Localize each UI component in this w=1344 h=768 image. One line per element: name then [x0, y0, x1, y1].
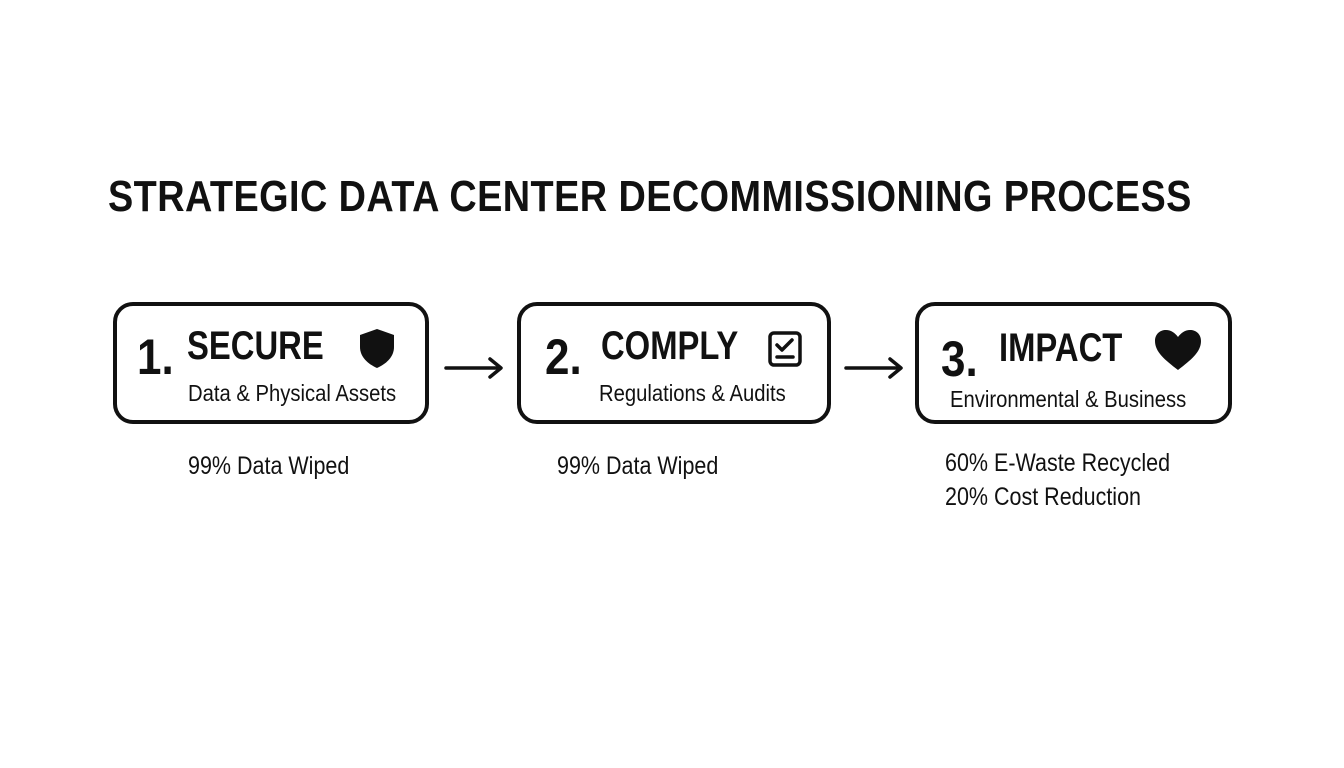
metric-cost-reduction: 20% Cost Reduction: [945, 483, 1141, 511]
step-comply: 2. COMPLY Regulations & Audits: [517, 302, 831, 424]
arrow-right-icon: [844, 356, 906, 380]
step-impact: 3. IMPACT Environmental & Business: [915, 302, 1232, 424]
arrow-right-icon: [444, 356, 506, 380]
step-name: COMPLY: [601, 324, 739, 368]
diagram-title: STRATEGIC DATA CENTER DECOMMISSIONING PR…: [108, 172, 1192, 221]
metric-secure-data-wiped: 99% Data Wiped: [188, 452, 350, 480]
step-number: 3.: [941, 331, 978, 387]
metric-comply-data-wiped: 99% Data Wiped: [557, 452, 719, 480]
step-subtitle: Data & Physical Assets: [188, 380, 397, 406]
shield-icon: [355, 326, 399, 370]
step-secure: 1. SECURE Data & Physical Assets: [113, 302, 429, 424]
heart-icon: [1153, 328, 1203, 372]
step-name: IMPACT: [999, 326, 1123, 370]
checklist-icon: [767, 330, 803, 368]
step-subtitle: Regulations & Audits: [599, 380, 786, 406]
step-subtitle: Environmental & Business: [950, 386, 1187, 412]
step-number: 2.: [545, 329, 582, 385]
metric-ewaste-recycled: 60% E-Waste Recycled: [945, 449, 1171, 477]
step-number: 1.: [137, 329, 174, 385]
step-name: SECURE: [187, 324, 324, 368]
